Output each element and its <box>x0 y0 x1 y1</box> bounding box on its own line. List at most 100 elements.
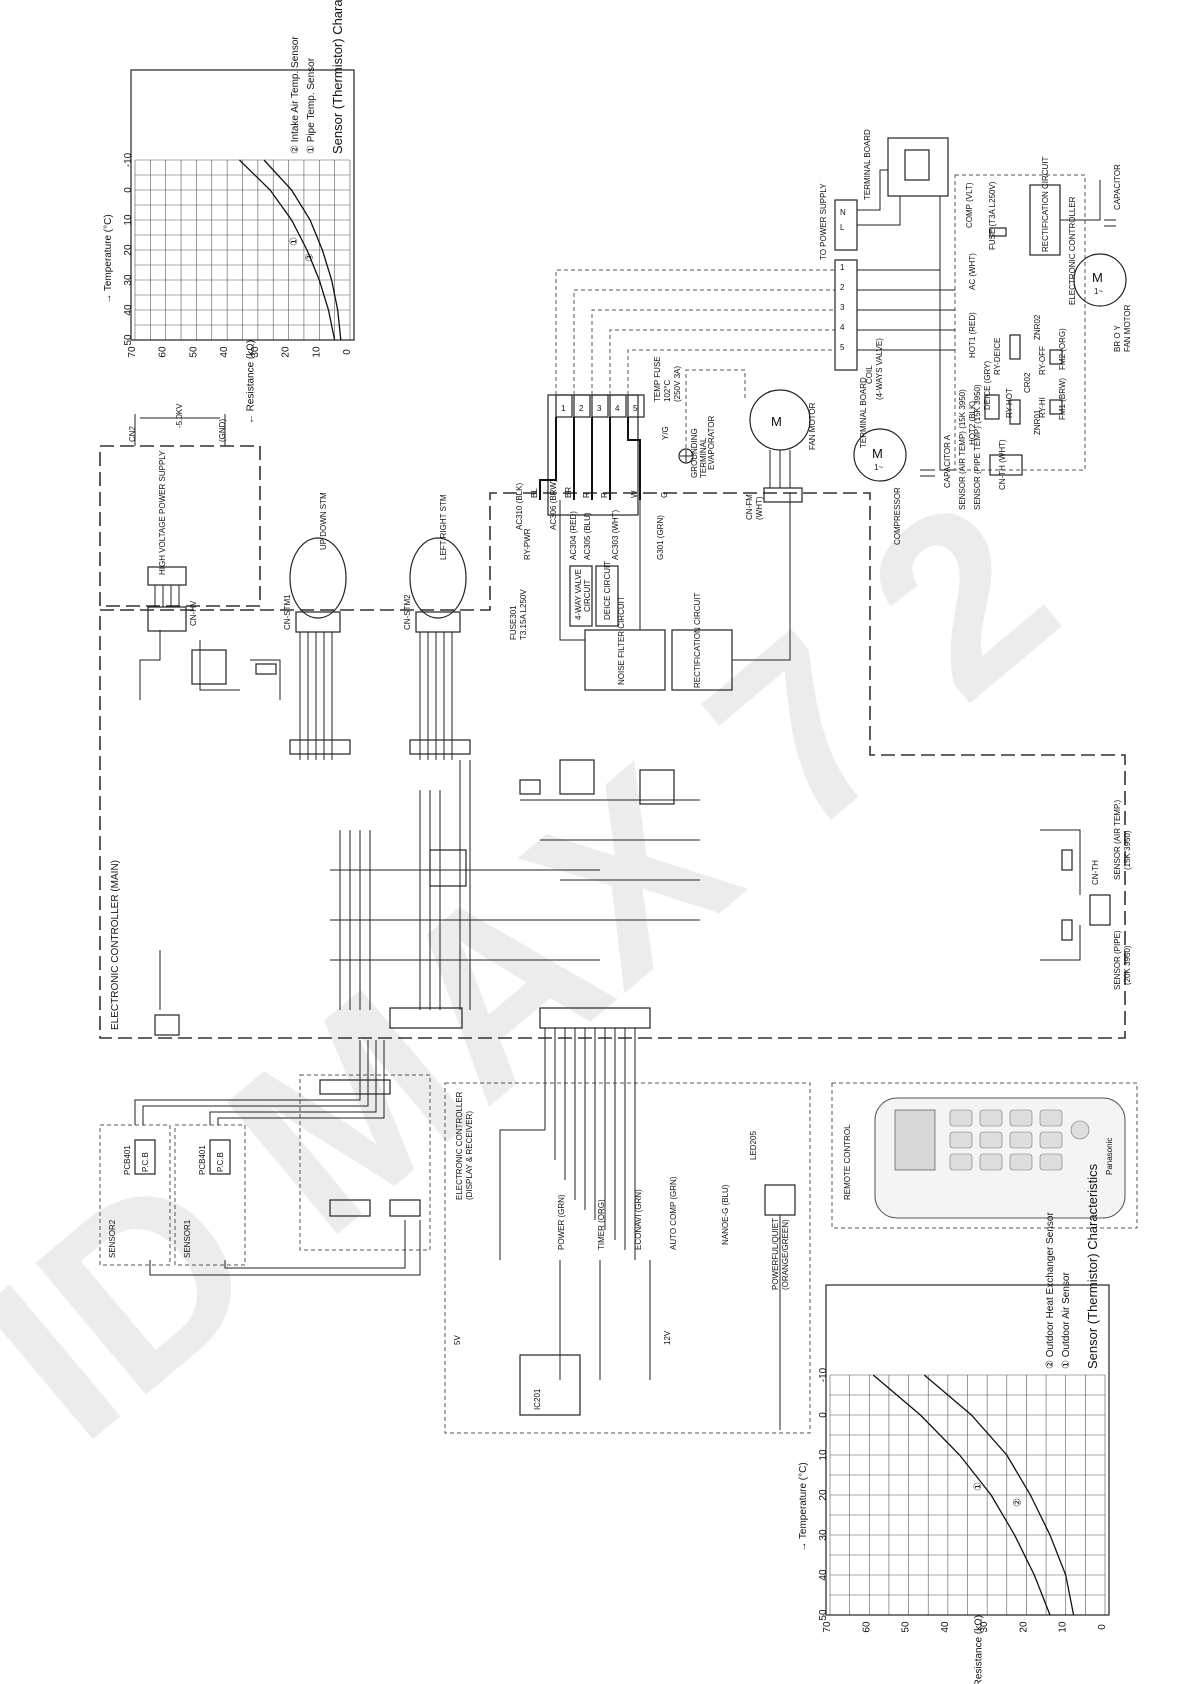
cn-th-connector <box>1089 894 1111 926</box>
sensor1-pcb401: PCB401 <box>198 1145 207 1175</box>
x-axis-label: → Temperature (°C) <box>798 1462 809 1551</box>
up-down-label: UP DOWN STM <box>319 492 328 550</box>
display-traces <box>499 1028 796 1430</box>
fm1-label: FM1 (BRW) <box>1058 378 1067 420</box>
wire-w: W <box>630 490 639 498</box>
ac303-label: AC303 (WHT) <box>611 509 620 560</box>
power-traces <box>559 493 791 661</box>
up-down-stepper-motor <box>289 537 347 619</box>
y-tick-label: 0 <box>342 349 353 355</box>
y-tick-label: 10 <box>311 346 322 358</box>
grounding-label-2: TERMINAL <box>699 437 708 478</box>
remote-buttons <box>949 1109 1090 1171</box>
wire-br: BR <box>564 487 573 498</box>
cn-disp1-connector <box>389 1007 463 1029</box>
y-tick-label: 20 <box>281 346 292 358</box>
ry-hi-label: RY-HI <box>1038 397 1047 418</box>
cn-fm-label: CN-FM <box>745 494 754 520</box>
sensor-harness <box>134 1040 421 1276</box>
hot1-label: HOT1 (RED) <box>968 312 977 358</box>
kv-label: -5.0KV <box>175 403 184 428</box>
four-way-label-2: CIRCUIT <box>583 579 592 612</box>
outdoor-fan-motor-label: FAN MOTOR <box>1123 304 1132 352</box>
noise-filter-label: NOISE FILTER CIRCUIT <box>617 596 626 685</box>
left-right-stepper-motor <box>409 537 467 619</box>
compressor-label: COMPRESSOR <box>893 487 902 545</box>
nanoe-led-label: NANOE-G (BLU) <box>721 1184 730 1245</box>
y-tick-label: 40 <box>940 1621 951 1633</box>
stepper-harness <box>289 632 471 760</box>
y-tick-label: 30 <box>979 1621 990 1633</box>
y-tick-label: 50 <box>188 346 199 358</box>
sensor-out-pipe-label: SENSOR (PIPE TEMP) (15K 3950) <box>973 384 982 510</box>
wire-r1: R <box>582 492 591 498</box>
outdoor-relay-block <box>887 137 949 197</box>
ic201-label: IC201 <box>533 1388 542 1410</box>
to-power-label: TO POWER SUPPLY <box>819 183 828 260</box>
outdoor-term-4: 4 <box>840 323 845 332</box>
sensor-air-label-2: (15K 3950) <box>1123 830 1132 870</box>
main-controller-boundary <box>99 492 1126 1039</box>
remote-control-box <box>831 1082 1138 1229</box>
legend-entry: ② Intake Air Temp. Sensor <box>290 36 301 154</box>
temp-fuse-value: 102°C <box>663 379 672 402</box>
x-axis-label: → Temperature (°C) <box>103 214 114 303</box>
outdoor-term-5: 5 <box>840 343 845 352</box>
remote-display <box>894 1109 936 1171</box>
main-circuit-traces <box>139 630 700 1036</box>
watermark-text: ID MAX 7 2 <box>0 446 1104 1490</box>
znr01-label: ZNR01 <box>1033 409 1042 435</box>
sensor-pcb-box <box>299 1074 431 1251</box>
grounding-label-1: GROUNDING <box>690 428 699 478</box>
outdoor-controller-label: ELECTRONIC CONTROLLER <box>1068 196 1077 305</box>
y-tick-label: 60 <box>861 1621 872 1633</box>
terminal-strip <box>555 394 645 418</box>
outdoor-terminal-board <box>834 259 858 371</box>
gnd-label: (GND) <box>218 419 227 442</box>
outdoor-controller-box <box>954 174 1086 471</box>
power-led-label: POWER (GRN) <box>557 1194 566 1250</box>
sensor2-pcb401: PCB401 <box>123 1145 132 1175</box>
comp-vlt-label: COMP (VLT) <box>965 182 974 228</box>
noise-filter-box <box>584 629 666 691</box>
display-controller-box <box>444 1082 811 1434</box>
remote-control-label: REMOTE CONTROL <box>843 1124 852 1200</box>
cn-fm-sub: (WHT) <box>755 496 764 520</box>
terminal-board-label: TERMINAL BOARD <box>859 377 868 448</box>
ground-wire <box>685 369 746 448</box>
y-tick-label: 50 <box>901 1621 912 1633</box>
cn-stm1-label: CN-STM1 <box>283 594 292 630</box>
y-tick-label: 60 <box>158 346 169 358</box>
powerful-led-label-2: (ORANGE/GREEN) <box>781 1219 790 1290</box>
cn-hv-label: CN-HV <box>189 600 198 626</box>
y-tick-label: 0 <box>1097 1624 1108 1630</box>
outdoor-term-1: 1 <box>840 263 845 272</box>
sensor-pipe-label-2: (20K 3950) <box>1123 945 1132 985</box>
display-controller-label-1: ELECTRONIC CONTROLLER <box>455 1091 464 1200</box>
curve-marker: ② <box>1012 1498 1023 1507</box>
ecm-label: ELECTRONIC CONTROLLER (MAIN) <box>110 860 121 1030</box>
x-tick-label: 0 <box>123 187 134 193</box>
x-tick-label: 30 <box>123 274 134 286</box>
outdoor-fan-wires: BR O Y <box>1113 324 1122 352</box>
x-tick-label: 50 <box>818 1609 829 1621</box>
y-tick-label: 30 <box>250 346 261 358</box>
coil-label-1: COIL <box>865 365 874 384</box>
x-tick-label: -10 <box>123 152 134 167</box>
fuse-out-label: FUSE (T3A L250V) <box>988 181 997 250</box>
fuse301-rating: T3.15A L250V <box>519 589 528 640</box>
four-way-label-1: 4-WAY VALVE <box>574 569 583 620</box>
outdoor-term-3: 3 <box>840 303 845 312</box>
sensor1-pcb <box>209 1139 231 1175</box>
y-tick-label: 70 <box>822 1621 833 1633</box>
hv-supply-box <box>99 445 261 607</box>
outdoor-fan-1phase: 1~ <box>1094 287 1103 296</box>
chart-title: Sensor (Thermistor) Characteristics <box>330 0 345 154</box>
twelve-v-label: 12V <box>663 1330 672 1345</box>
ac310-label: AC310 (BLK) <box>515 483 524 530</box>
autocomp-led-label: AUTO COMP (GRN) <box>669 1176 678 1250</box>
